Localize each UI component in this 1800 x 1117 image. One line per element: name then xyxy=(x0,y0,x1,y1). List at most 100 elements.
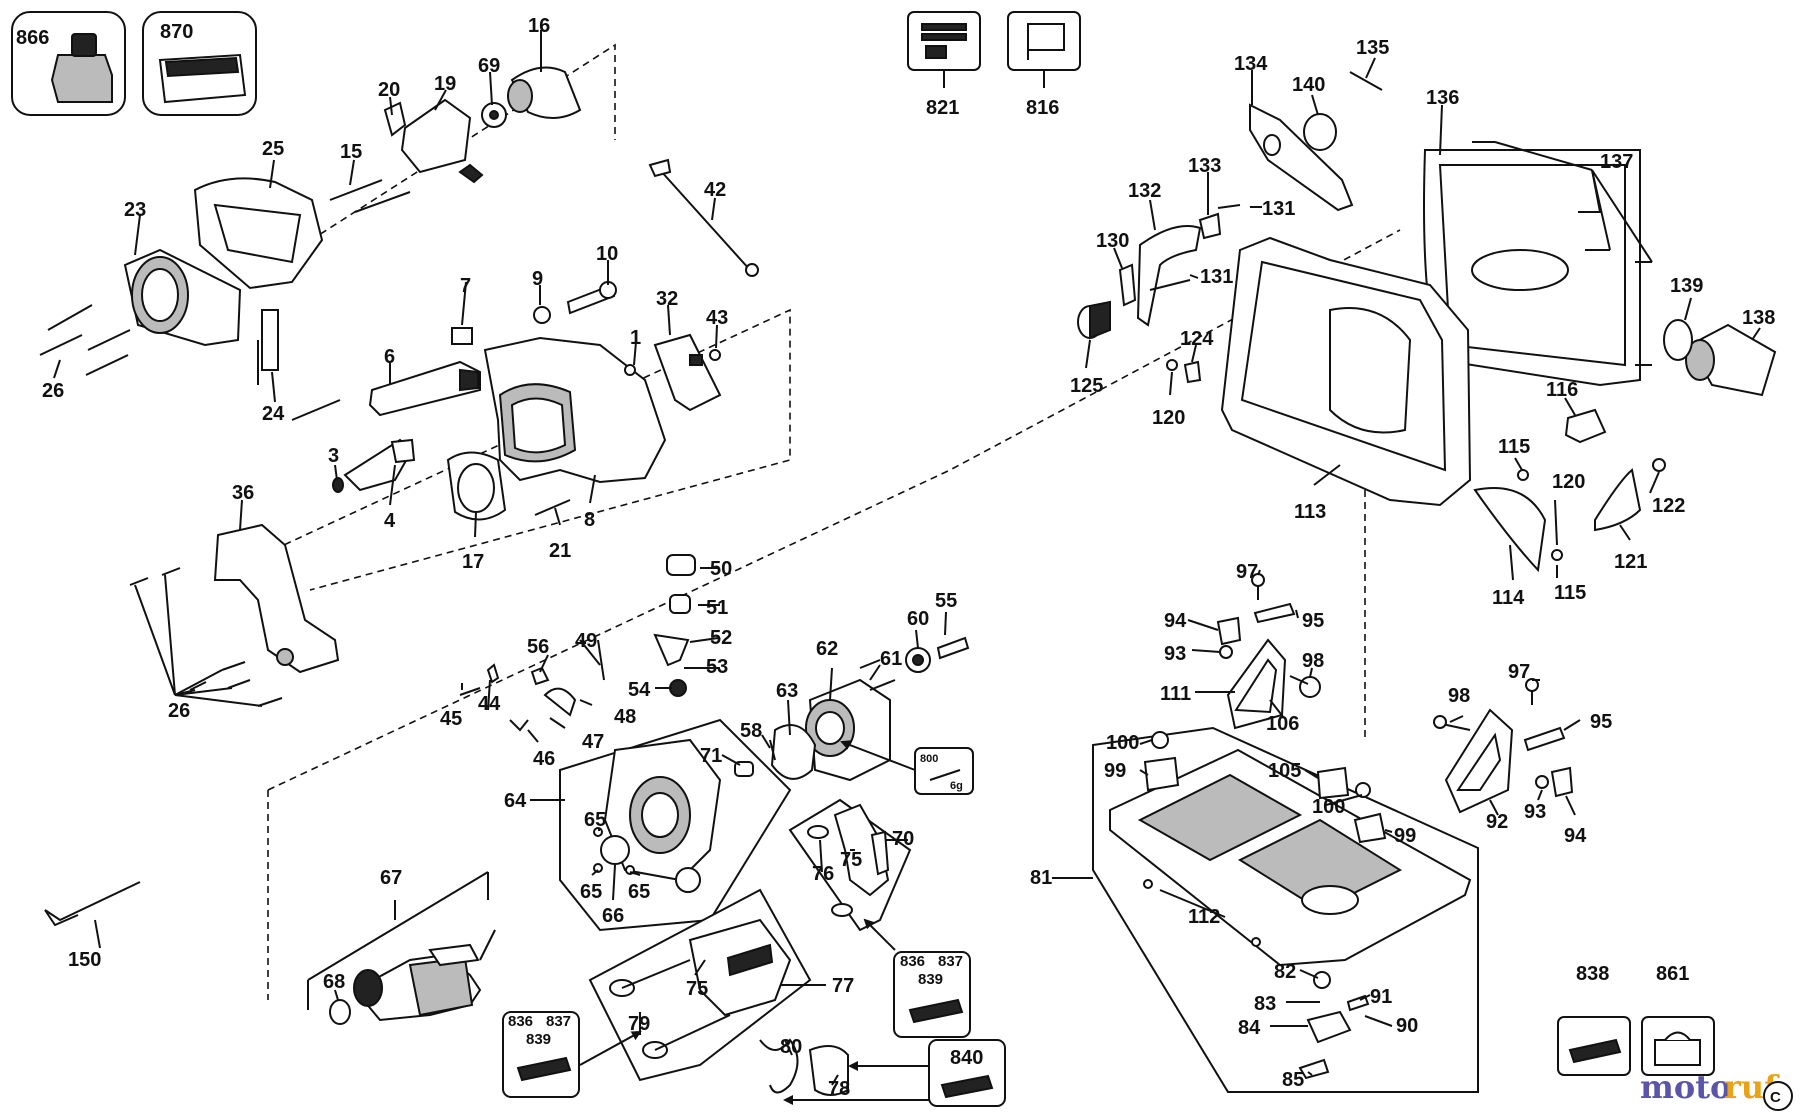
part-label-52: 52 xyxy=(710,627,732,649)
part-label-49: 49 xyxy=(575,630,597,652)
part-label-42: 42 xyxy=(704,179,726,201)
kit-836-label-2: 836 xyxy=(508,1013,533,1030)
part-label-133: 133 xyxy=(1188,155,1221,177)
rear-handle-group xyxy=(129,523,340,707)
part-label-20: 20 xyxy=(378,79,400,101)
part-label-16: 16 xyxy=(528,15,550,37)
part-label-98-b: 98 xyxy=(1448,685,1470,707)
part-label-46: 46 xyxy=(533,748,555,770)
part-label-70: 70 xyxy=(892,828,914,850)
part-label-131-a: 131 xyxy=(1262,198,1295,220)
part-label-32: 32 xyxy=(656,288,678,310)
charger-870-box: 870 xyxy=(142,11,257,116)
kit-839-label: 839 xyxy=(918,971,943,988)
part-label-115-b: 115 xyxy=(1554,582,1586,604)
part-label-75-b: 75 xyxy=(686,978,708,1000)
part-label-866: 866 xyxy=(16,27,49,49)
part-label-69: 69 xyxy=(478,55,500,77)
part-label-80: 80 xyxy=(780,1036,802,1058)
gearcase-group xyxy=(559,718,792,932)
part-label-21: 21 xyxy=(549,540,571,562)
part-label-82: 82 xyxy=(1274,961,1296,983)
part-label-63: 63 xyxy=(776,680,798,702)
saw-body-group xyxy=(291,281,722,521)
part-label-85: 85 xyxy=(1282,1069,1304,1091)
part-label-100-b: 100 xyxy=(1312,796,1345,818)
part-label-114: 114 xyxy=(1492,587,1525,609)
part-label-100-a: 100 xyxy=(1106,732,1139,754)
part-label-99-a: 99 xyxy=(1104,760,1126,782)
part-labels: 16 69 20 19 15 25 23 26 24 42 10 9 7 32 … xyxy=(42,15,1775,1100)
part-label-120-a: 120 xyxy=(1152,407,1185,429)
bracket-77-group xyxy=(588,888,849,1096)
part-label-138: 138 xyxy=(1742,307,1775,329)
part-label-139: 139 xyxy=(1670,275,1703,297)
part-label-81: 81 xyxy=(1030,867,1052,889)
part-label-25: 25 xyxy=(262,138,284,160)
part-label-47: 47 xyxy=(582,731,604,753)
part-label-137: 137 xyxy=(1600,151,1633,173)
part-label-44: 44 xyxy=(478,693,501,715)
part-label-122: 122 xyxy=(1652,495,1685,517)
link-70-group xyxy=(788,798,912,932)
part-label-98-a: 98 xyxy=(1302,650,1324,672)
part-label-62: 62 xyxy=(816,638,838,660)
part-label-120-b: 120 xyxy=(1552,471,1585,493)
label-icons xyxy=(907,11,1081,71)
part-label-140: 140 xyxy=(1292,74,1325,96)
part-label-10: 10 xyxy=(596,243,618,265)
part-label-8: 8 xyxy=(584,509,595,531)
accessory-boxes xyxy=(1557,1016,1715,1076)
part-label-65-b: 65 xyxy=(580,881,602,903)
part-label-99-b: 99 xyxy=(1394,825,1416,847)
part-label-105: 105 xyxy=(1268,760,1301,782)
part-label-66: 66 xyxy=(602,905,624,927)
kit-800-weight: 6g xyxy=(950,780,963,792)
part-label-64: 64 xyxy=(504,790,527,812)
part-label-870: 870 xyxy=(160,21,193,43)
kit-labels: 800 6g 836 837 839 836 837 839 840 xyxy=(508,753,983,1069)
part-label-4: 4 xyxy=(384,510,396,532)
part-label-53: 53 xyxy=(706,656,728,678)
part-label-92: 92 xyxy=(1486,811,1508,833)
part-label-78: 78 xyxy=(828,1078,850,1100)
part-label-45: 45 xyxy=(440,708,462,730)
part-label-124: 124 xyxy=(1180,328,1214,350)
kit-839-label-2: 839 xyxy=(526,1031,551,1048)
motor-housing-group xyxy=(39,66,759,385)
part-label-7: 7 xyxy=(460,275,471,297)
part-label-94-a: 94 xyxy=(1164,610,1187,632)
part-label-61: 61 xyxy=(880,648,902,670)
gear-parts-group xyxy=(459,554,970,782)
part-label-79: 79 xyxy=(628,1013,650,1035)
part-label-36: 36 xyxy=(232,482,254,504)
part-label-125: 125 xyxy=(1070,375,1103,397)
part-label-93-b: 93 xyxy=(1524,801,1546,823)
part-label-50: 50 xyxy=(710,558,732,580)
part-label-56: 56 xyxy=(527,636,549,658)
part-label-131-b: 131 xyxy=(1200,266,1233,288)
part-label-24: 24 xyxy=(262,403,285,425)
part-label-19: 19 xyxy=(434,73,456,95)
part-label-111: 111 xyxy=(1160,683,1191,705)
part-label-58: 58 xyxy=(740,720,762,742)
battery-866-box: 866 xyxy=(11,11,126,116)
part-label-60: 60 xyxy=(907,608,929,630)
kit-800-code: 800 xyxy=(920,753,938,765)
part-label-97-a: 97 xyxy=(1236,561,1258,583)
part-label-83: 83 xyxy=(1254,993,1276,1015)
part-label-1: 1 xyxy=(630,327,641,349)
part-label-23: 23 xyxy=(124,199,146,221)
watermark-logo: moto ruf C xyxy=(1640,1068,1793,1111)
part-label-90: 90 xyxy=(1396,1015,1418,1037)
part-label-95-a: 95 xyxy=(1302,610,1324,632)
part-label-65-a: 65 xyxy=(584,809,606,831)
part-label-113: 113 xyxy=(1294,501,1326,523)
part-label-77: 77 xyxy=(832,975,854,997)
part-label-116: 116 xyxy=(1546,379,1578,401)
part-label-55: 55 xyxy=(935,590,957,612)
part-label-75-a: 75 xyxy=(840,849,862,871)
part-label-838: 838 xyxy=(1576,963,1609,985)
part-label-135: 135 xyxy=(1356,37,1389,59)
